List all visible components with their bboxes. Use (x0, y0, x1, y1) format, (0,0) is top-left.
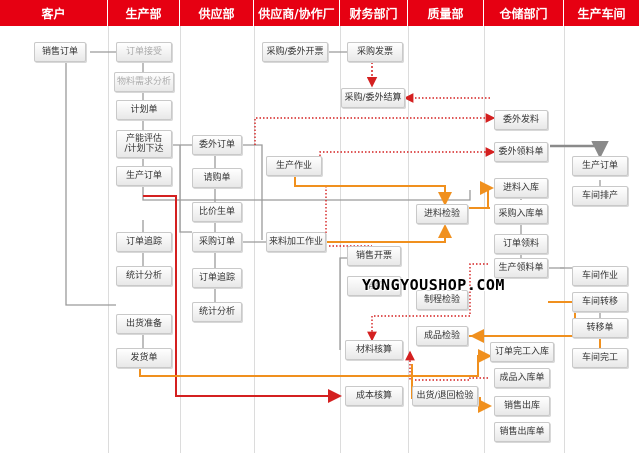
column-divider (340, 26, 341, 453)
column-divider (564, 26, 565, 453)
finished-inspection-node: 成品检验 (416, 326, 468, 346)
column-header-customer: 客户 (0, 0, 108, 26)
material-demand-node: 物料需求分析 (114, 72, 174, 92)
sales-out-node: 销售出库 (494, 396, 550, 416)
capacity-eval-node: 产能评估/计划下达 (116, 130, 172, 158)
column-divider (484, 26, 485, 453)
purchase-invoice-make-node: 采购/委外开票 (262, 42, 328, 62)
order-accept-node: 订单接受 (116, 42, 172, 62)
order-follow-node: 订单追踪 (192, 268, 242, 288)
delivery-order-node: 发货单 (116, 348, 172, 368)
outsourced-issue-node: 委外发料 (494, 110, 548, 130)
column-header-quality: 质量部 (408, 0, 484, 26)
order-pick-node: 订单领料 (494, 234, 548, 254)
workshop-work-node: 车间作业 (572, 266, 628, 286)
workshop-transfer-order-node: 转移单 (572, 318, 628, 338)
gray-flow-lines (65, 51, 601, 350)
purchase-stock-in-node: 采购入库单 (494, 204, 548, 224)
incoming-inspection-node: 进料检验 (416, 204, 468, 224)
outsourcing-order-node: 委外订单 (192, 135, 242, 155)
sales-invoice-node: 销售开票 (347, 246, 401, 266)
production-work-node: 生产作业 (266, 156, 322, 176)
workshop-production-order-node: 生产订单 (572, 156, 628, 176)
column-divider (108, 26, 109, 453)
column-divider (180, 26, 181, 453)
material-accounting-node: 材料核算 (345, 340, 403, 360)
order-tracking-node: 订单追踪 (116, 232, 172, 252)
sales-hidden-node: 销售 (347, 276, 401, 296)
cost-accounting-node: 成本核算 (345, 386, 403, 406)
production-order-node: 生产订单 (116, 166, 172, 186)
sales-order-node: 销售订单 (34, 42, 86, 62)
column-divider (408, 26, 409, 453)
plan-order-node: 计划单 (116, 100, 172, 120)
column-header-production: 生产部 (108, 0, 180, 26)
red-flow-line (143, 195, 342, 403)
workshop-transfer-node: 车间转移 (572, 292, 628, 312)
watermark-text: YONGYOUSHOP.COM (362, 276, 505, 294)
workshop-scheduling-node: 车间排产 (572, 186, 628, 206)
return-inspection-node: 出货/退回检验 (412, 386, 478, 406)
outsourced-pick-node: 委外领料单 (494, 142, 548, 162)
column-divider (254, 26, 255, 453)
finished-in-node: 成品入库单 (494, 368, 550, 388)
column-header-workshop: 生产车间 (564, 0, 640, 26)
supply-stat-node: 统计分析 (192, 302, 242, 322)
price-compare-node: 比价生单 (192, 202, 242, 222)
process-inspection-node: 制程检验 (416, 290, 468, 310)
production-pick-node: 生产领料单 (494, 258, 548, 278)
incoming-processing-node: 来料加工作业 (266, 232, 326, 252)
stat-analysis-node: 统计分析 (116, 266, 172, 286)
shipment-prep-node: 出货准备 (116, 314, 172, 334)
sales-out-order-node: 销售出库单 (494, 422, 550, 442)
column-header-finance: 财务部门 (340, 0, 408, 26)
requisition-node: 请购单 (192, 168, 242, 188)
gray-arrow-to-workshop-order (550, 141, 609, 159)
purchase-order-node: 采购订单 (192, 232, 242, 252)
order-complete-in-node: 订单完工入库 (490, 342, 554, 362)
purchase-invoice-node: 采购发票 (347, 42, 403, 62)
workshop-complete-node: 车间完工 (572, 348, 628, 368)
purchase-settle-node: 采购/委外结算 (341, 88, 405, 108)
stock-in-node: 进料入库 (494, 178, 548, 198)
column-header-warehouse: 仓储部门 (484, 0, 564, 26)
column-header-supply: 供应部 (180, 0, 254, 26)
column-header-supplier: 供应商/协作厂 (254, 0, 340, 26)
red-dotted-lines (254, 97, 490, 381)
